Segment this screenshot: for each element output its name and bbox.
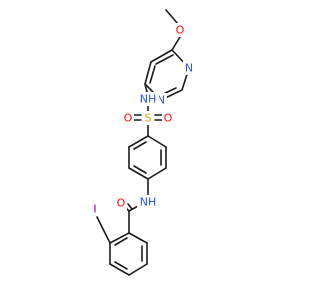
- atom-label-o-sulfonyl-left: O: [124, 112, 133, 125]
- bond-ph-1: [147, 135, 167, 148]
- bond-bz-6: [109, 232, 130, 244]
- atom-label-s-sulfonyl: S: [145, 112, 152, 125]
- atom-label-n-pyrimidine-1: N: [185, 62, 193, 75]
- atom-o-amide: O: [115, 196, 127, 210]
- bond-ring-iodine: [96, 216, 111, 244]
- atom-o-methoxy: O: [174, 23, 186, 37]
- bond-ph-double-3: [133, 141, 147, 150]
- atom-o-sulfonyl-right: O: [162, 111, 174, 125]
- bond-o-pyrimidine: [171, 36, 181, 51]
- atom-nh-sulfonamide: NH: [137, 92, 159, 106]
- atom-label-o-sulfonyl-right: O: [164, 112, 173, 125]
- atom-n-pyrimidine-1: N: [183, 61, 195, 75]
- bond-bz-3: [128, 263, 148, 276]
- bond-ph-6: [128, 135, 149, 148]
- atom-nh-amide: NH: [137, 195, 159, 209]
- bond-ph-3: [147, 167, 167, 180]
- molecule-structure: O N N NH S O O NH: [90, 9, 195, 276]
- bond-methyl-o: [165, 9, 179, 25]
- atom-label-iodine: I: [93, 203, 96, 216]
- bond-pyr-5: [144, 61, 152, 85]
- bond-bz-4: [109, 263, 130, 276]
- atom-iodine: I: [90, 202, 100, 216]
- bond-pyr-6: [150, 49, 173, 63]
- atom-label-nh-amide: NH: [140, 196, 157, 209]
- bond-ph-double-2: [133, 165, 147, 174]
- bond-ph-4: [128, 167, 149, 180]
- bond-pyr-double-2: [155, 54, 174, 65]
- bonds: [96, 9, 190, 276]
- atom-label-n-pyrimidine-2: N: [157, 94, 165, 107]
- atom-label-nh-sulfonamide: NH: [140, 93, 157, 106]
- bond-bz-double-3: [114, 237, 128, 246]
- atom-s-sulfonyl: S: [142, 111, 154, 125]
- bond-bz-double-2: [114, 261, 128, 270]
- bond-bz-1: [128, 232, 148, 244]
- atom-label-o-methoxy: O: [176, 24, 185, 37]
- atom-label-o-amide: O: [117, 197, 126, 210]
- bond-pyr-double-3: [149, 65, 156, 84]
- atom-o-sulfonyl-left: O: [122, 111, 134, 125]
- bond-co-b: [127, 203, 133, 210]
- atom-labels: O N N NH S O O NH: [90, 23, 195, 216]
